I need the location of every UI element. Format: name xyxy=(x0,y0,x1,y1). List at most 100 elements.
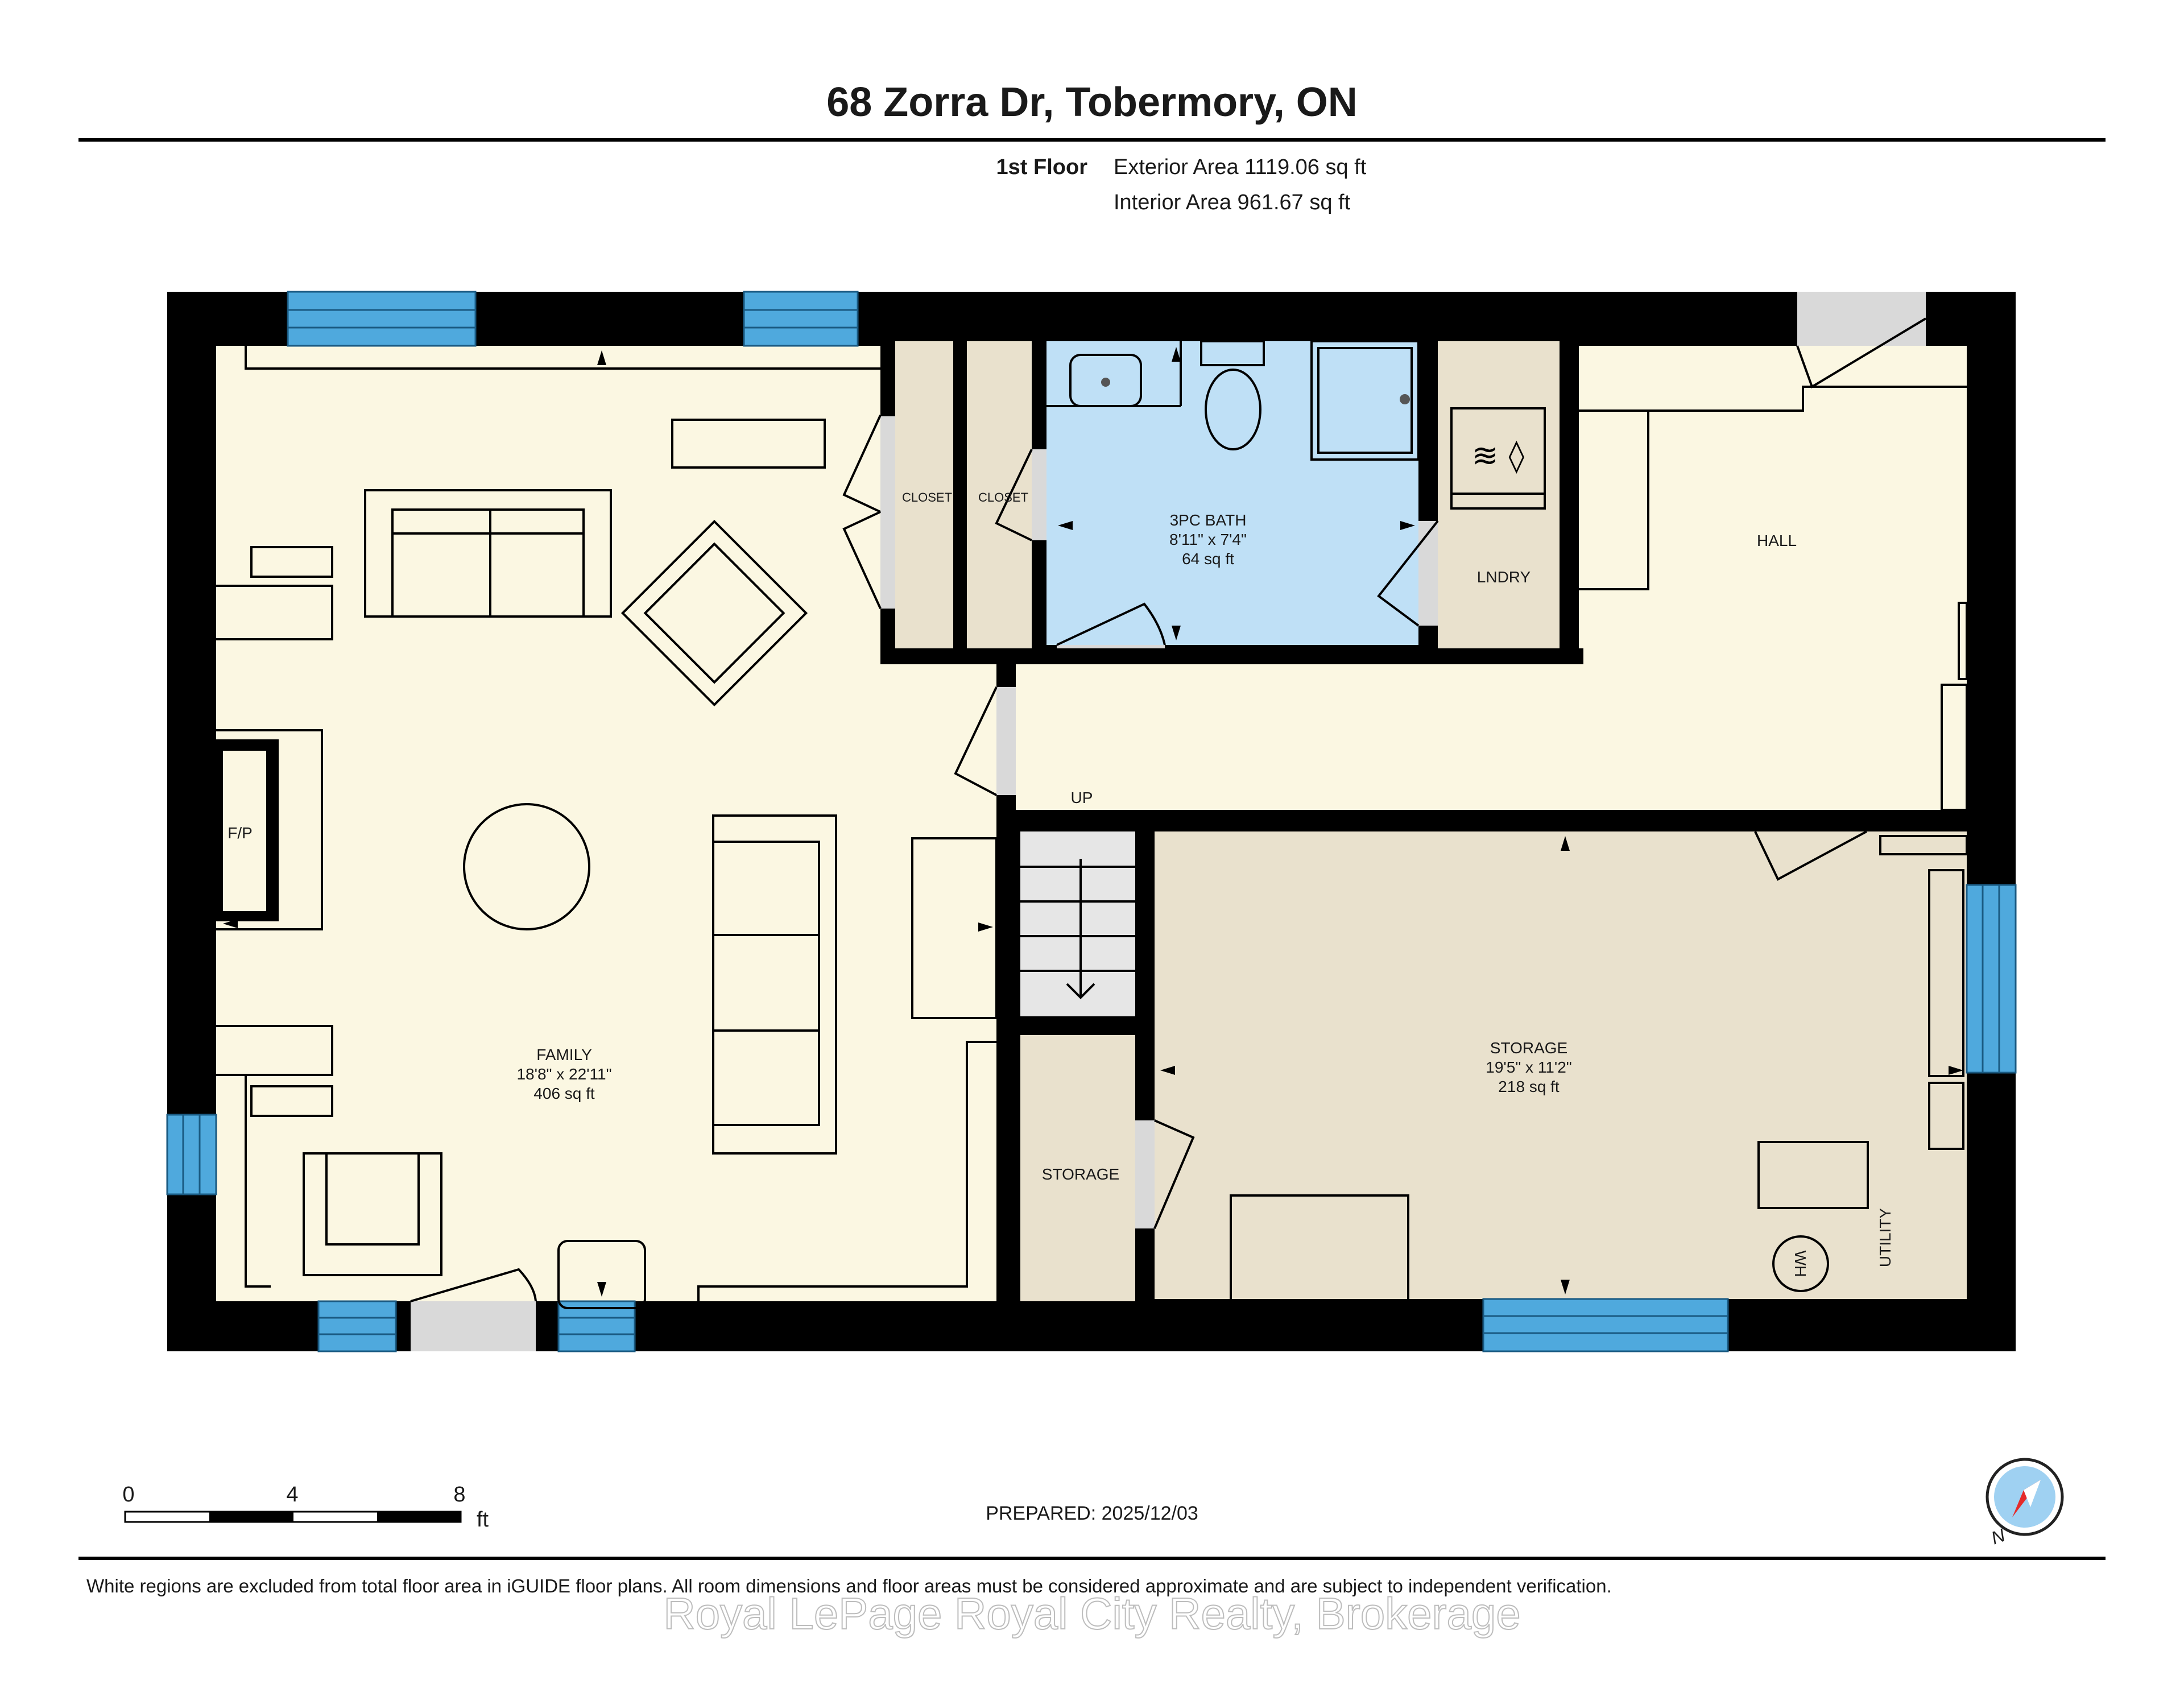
closet-2-door-gap xyxy=(1032,449,1046,540)
sofa-seat xyxy=(712,841,820,1126)
loveseat-cushions xyxy=(391,508,585,618)
storage-small-door-swing xyxy=(1153,1119,1195,1229)
windows xyxy=(166,291,2017,1352)
prepared-date: PREPARED: 2025/12/03 xyxy=(986,1503,1198,1524)
laundry-door-swing xyxy=(1377,520,1439,627)
window-top-2 xyxy=(743,291,859,347)
room-area-storage-main: 218 sq ft xyxy=(1498,1078,1560,1095)
door-swings xyxy=(410,317,1927,1302)
closet-1-floor xyxy=(895,341,953,648)
interior-area: Interior Area 961.67 sq ft xyxy=(1114,191,1351,214)
window-left xyxy=(166,1114,217,1195)
scale-bar: 0 4 8 ft xyxy=(122,1483,489,1532)
hall-bench xyxy=(1958,602,1968,680)
interior-walls xyxy=(880,341,1967,1301)
stairs-floor xyxy=(1020,831,1135,1016)
laundry-symbol: ≋ ◊ xyxy=(1472,437,1525,474)
room-name-closet-1: CLOSET xyxy=(902,490,952,504)
wall-counter-left-upper xyxy=(216,585,333,640)
water-heater-label: WH xyxy=(1792,1251,1809,1277)
utility-label: UTILITY xyxy=(1876,1208,1894,1268)
window-top-1 xyxy=(287,291,477,347)
room-name-closet-2: CLOSET xyxy=(978,490,1028,504)
storage-details xyxy=(1230,835,1968,1302)
utility-box xyxy=(1757,1141,1869,1209)
page-title: 68 Zorra Dr, Tobermory, ON xyxy=(826,80,1358,125)
hall-shelf xyxy=(1579,411,1649,590)
window-bottom-1 xyxy=(317,1300,397,1352)
wall-bath-laundry-bottom xyxy=(1418,626,1438,648)
wall-stairs-bottom xyxy=(1016,1016,1135,1035)
hallway-floor xyxy=(996,664,1967,810)
toilet-bowl xyxy=(1205,369,1261,450)
closet-door-swing xyxy=(842,415,882,609)
closet-2-floor xyxy=(967,341,1032,648)
room-name-laundry: LNDRY xyxy=(1477,568,1531,586)
bath-fixtures xyxy=(1046,340,1546,510)
fireplace-box xyxy=(223,751,266,911)
tv-stand xyxy=(671,419,826,469)
washer-dryer xyxy=(1450,407,1546,510)
window-right xyxy=(1966,884,2017,1074)
storage-shelf-right xyxy=(1928,869,1964,1077)
bench xyxy=(911,837,998,1019)
hall-counter xyxy=(1579,386,1967,412)
side-shelf-upper xyxy=(250,546,333,578)
storage-main-door-swing xyxy=(1754,830,1867,881)
closet-1-door-gap xyxy=(880,415,895,609)
bath-door-swing xyxy=(1056,602,1166,646)
stairs-up-label: UP xyxy=(1071,789,1093,806)
storage-table xyxy=(1230,1194,1409,1302)
room-name-hall: HALL xyxy=(1757,532,1797,549)
storage-shelf-top xyxy=(1879,835,1968,855)
wall-closet2-bath-low xyxy=(1032,540,1046,648)
armchair-rotated xyxy=(621,519,808,707)
scale-tick-4: 4 xyxy=(286,1483,298,1507)
scale-tick-8: 8 xyxy=(453,1483,465,1507)
family-door-swing xyxy=(954,686,998,796)
stair-arrow-head xyxy=(1066,983,1095,999)
armchair-seat xyxy=(325,1152,420,1246)
room-dims-storage-main: 19'5" x 11'2" xyxy=(1486,1058,1571,1076)
measurement-arrows xyxy=(223,347,1963,1297)
family-furniture xyxy=(216,346,998,1309)
storage-cabinet-right xyxy=(1928,1082,1964,1150)
wall-stairs-storage-low xyxy=(1135,1228,1155,1301)
front-door-swing xyxy=(410,1268,537,1302)
wall-family-hall-upper xyxy=(996,664,1016,687)
exterior-door-bottom xyxy=(411,1301,536,1351)
exterior-area: Exterior Area 1119.06 sq ft xyxy=(1114,155,1367,179)
room-name-bath: 3PC BATH xyxy=(1170,511,1247,529)
fireplace-hearth xyxy=(216,729,323,930)
storage-small-floor xyxy=(1020,1035,1135,1301)
room-dims-family: 18'8" x 22'11" xyxy=(516,1065,611,1083)
closet-2-door-swing xyxy=(995,449,1033,541)
wall-counter-bottom xyxy=(245,1075,271,1288)
disclaimer: White regions are excluded from total fl… xyxy=(86,1575,1612,1596)
wall-family-hall-lower xyxy=(996,795,1016,1301)
family-door-gap xyxy=(996,687,1016,795)
wall-counter-left-lower xyxy=(216,1025,333,1076)
water-heater xyxy=(1772,1235,1829,1292)
compass: N xyxy=(1986,1458,2064,1549)
wall-counter-top xyxy=(245,346,880,370)
ottoman xyxy=(557,1240,646,1309)
shower xyxy=(1310,340,1420,461)
scale-tick-0: 0 xyxy=(122,1483,134,1507)
room-dims-bath: 8'11" x 7'4" xyxy=(1169,531,1247,548)
storage-small-door-gap xyxy=(1135,1120,1155,1228)
wall-closet2-bath xyxy=(1032,341,1046,449)
hall-floor xyxy=(1579,346,1967,664)
wall-counter-bottom-right xyxy=(697,1041,996,1301)
room-area-family: 406 sq ft xyxy=(533,1085,595,1102)
shower-inner xyxy=(1317,347,1413,454)
side-shelf-lower xyxy=(250,1085,333,1117)
wall-closet-divider xyxy=(953,341,967,648)
staircase xyxy=(1020,859,1135,999)
room-name-storage-main: STORAGE xyxy=(1490,1039,1567,1057)
window-bottom-2 xyxy=(557,1300,636,1352)
scale-unit: ft xyxy=(477,1508,489,1532)
exterior-door-top-right xyxy=(1797,292,1926,346)
round-table xyxy=(463,803,590,930)
